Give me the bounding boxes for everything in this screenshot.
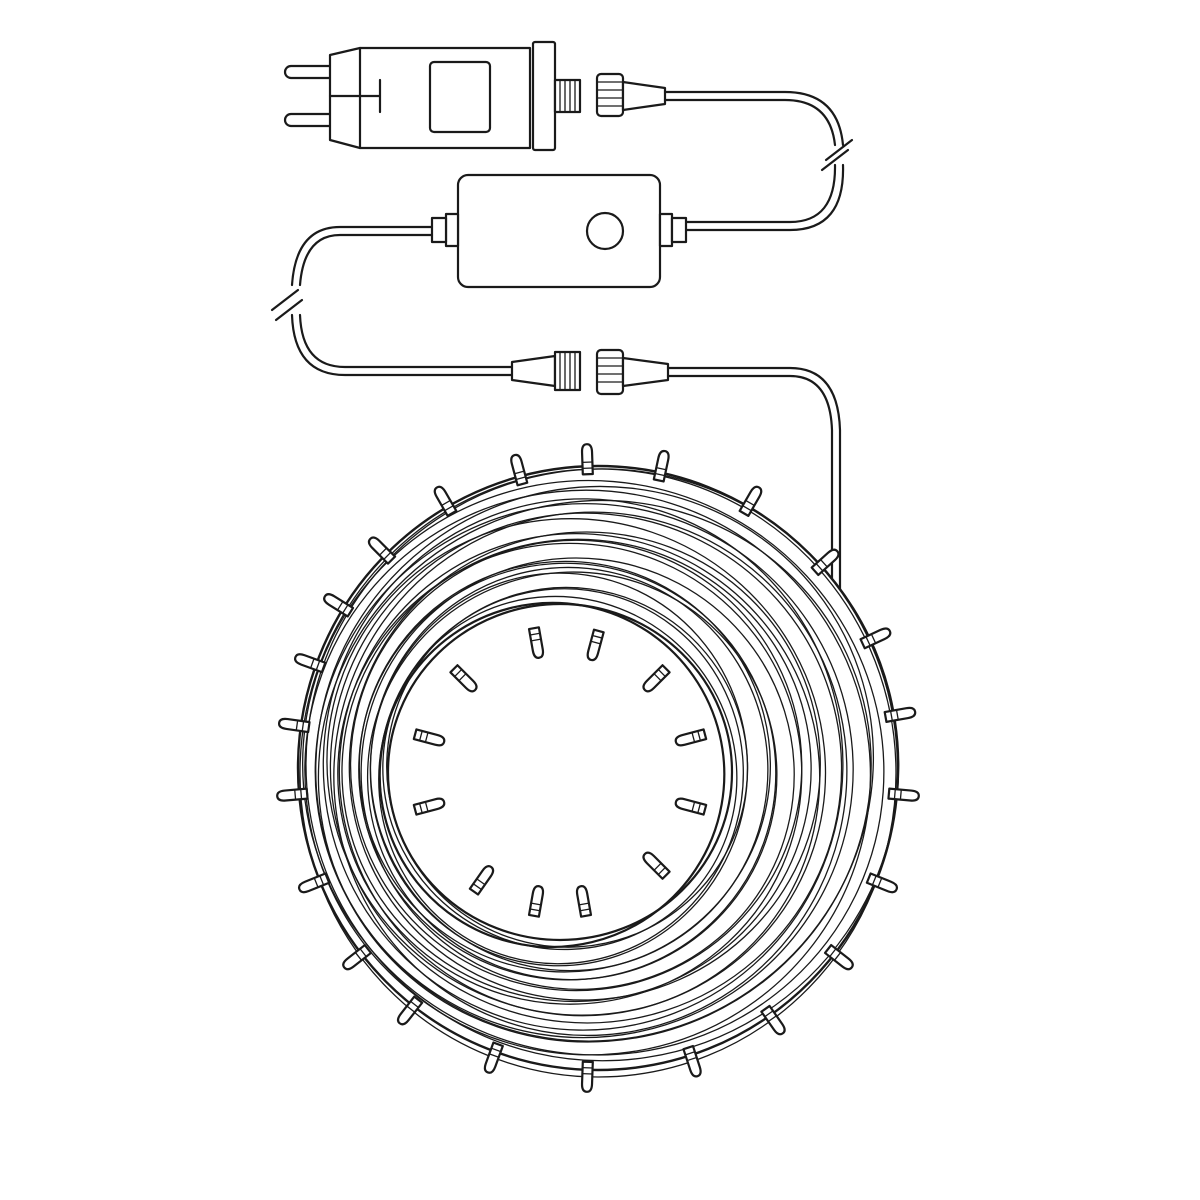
bulb-icon (674, 728, 708, 747)
bulb-icon (527, 626, 545, 659)
bulb-icon (642, 851, 671, 880)
bulb-icon (483, 1041, 504, 1074)
bulb-icon (297, 872, 331, 894)
plug-adapter (283, 40, 582, 152)
cable-left (290, 225, 434, 287)
bulb-icon (859, 627, 892, 650)
bulb-icon (367, 536, 397, 565)
coil-ring (333, 511, 848, 1037)
bulb-icon (449, 664, 478, 693)
coil-ring (348, 531, 821, 1001)
bulb-icon (823, 943, 854, 971)
bulb-icon (510, 453, 529, 487)
coil-ring (322, 498, 844, 1031)
cable-to-coil (666, 366, 842, 642)
bulb-icon (580, 443, 594, 476)
coil-ring (302, 479, 885, 1056)
bulb-icon (527, 885, 545, 918)
coil-ring (382, 595, 738, 951)
bulb-icon (674, 797, 708, 816)
bulb-icon (396, 995, 424, 1026)
bulb-icon (575, 885, 593, 918)
bulb-icon (323, 593, 355, 618)
bulb-icon (865, 872, 899, 894)
coil-ring (326, 518, 827, 1016)
coil-ring (349, 539, 803, 992)
bulb-icon (580, 1060, 594, 1093)
bulb-icon (760, 1004, 786, 1036)
bulb-icon (412, 728, 446, 747)
bulb-icon (887, 787, 920, 802)
bulb-icon (682, 1044, 702, 1078)
bulb-icon (652, 449, 670, 483)
bulb-icon (586, 628, 605, 662)
bulb-icon (276, 787, 309, 802)
bulb-icon (412, 797, 446, 816)
coil-ring (329, 512, 843, 1024)
coil-ring (341, 538, 812, 1003)
coil-ring (360, 557, 795, 990)
bulb-icon (468, 865, 495, 896)
coil-ring (305, 468, 900, 1062)
bulb-icon (294, 653, 327, 674)
light-bulbs (276, 443, 920, 1093)
bulb-icon (433, 485, 458, 517)
bulb-icon (883, 706, 917, 723)
controller-button-icon[interactable] (585, 211, 625, 251)
cable-top (663, 90, 845, 147)
bulb-icon (738, 485, 763, 517)
bulb-icon (277, 717, 311, 734)
top-connector (595, 72, 667, 118)
middle-connectors (510, 348, 670, 396)
coil-ring (314, 502, 854, 1039)
light-string-coil (296, 464, 900, 1078)
bulb-icon (642, 664, 671, 693)
coil-ring (366, 571, 778, 981)
bulb-icon (810, 548, 840, 577)
controller-box (430, 173, 688, 289)
bulb-icon (342, 943, 373, 971)
